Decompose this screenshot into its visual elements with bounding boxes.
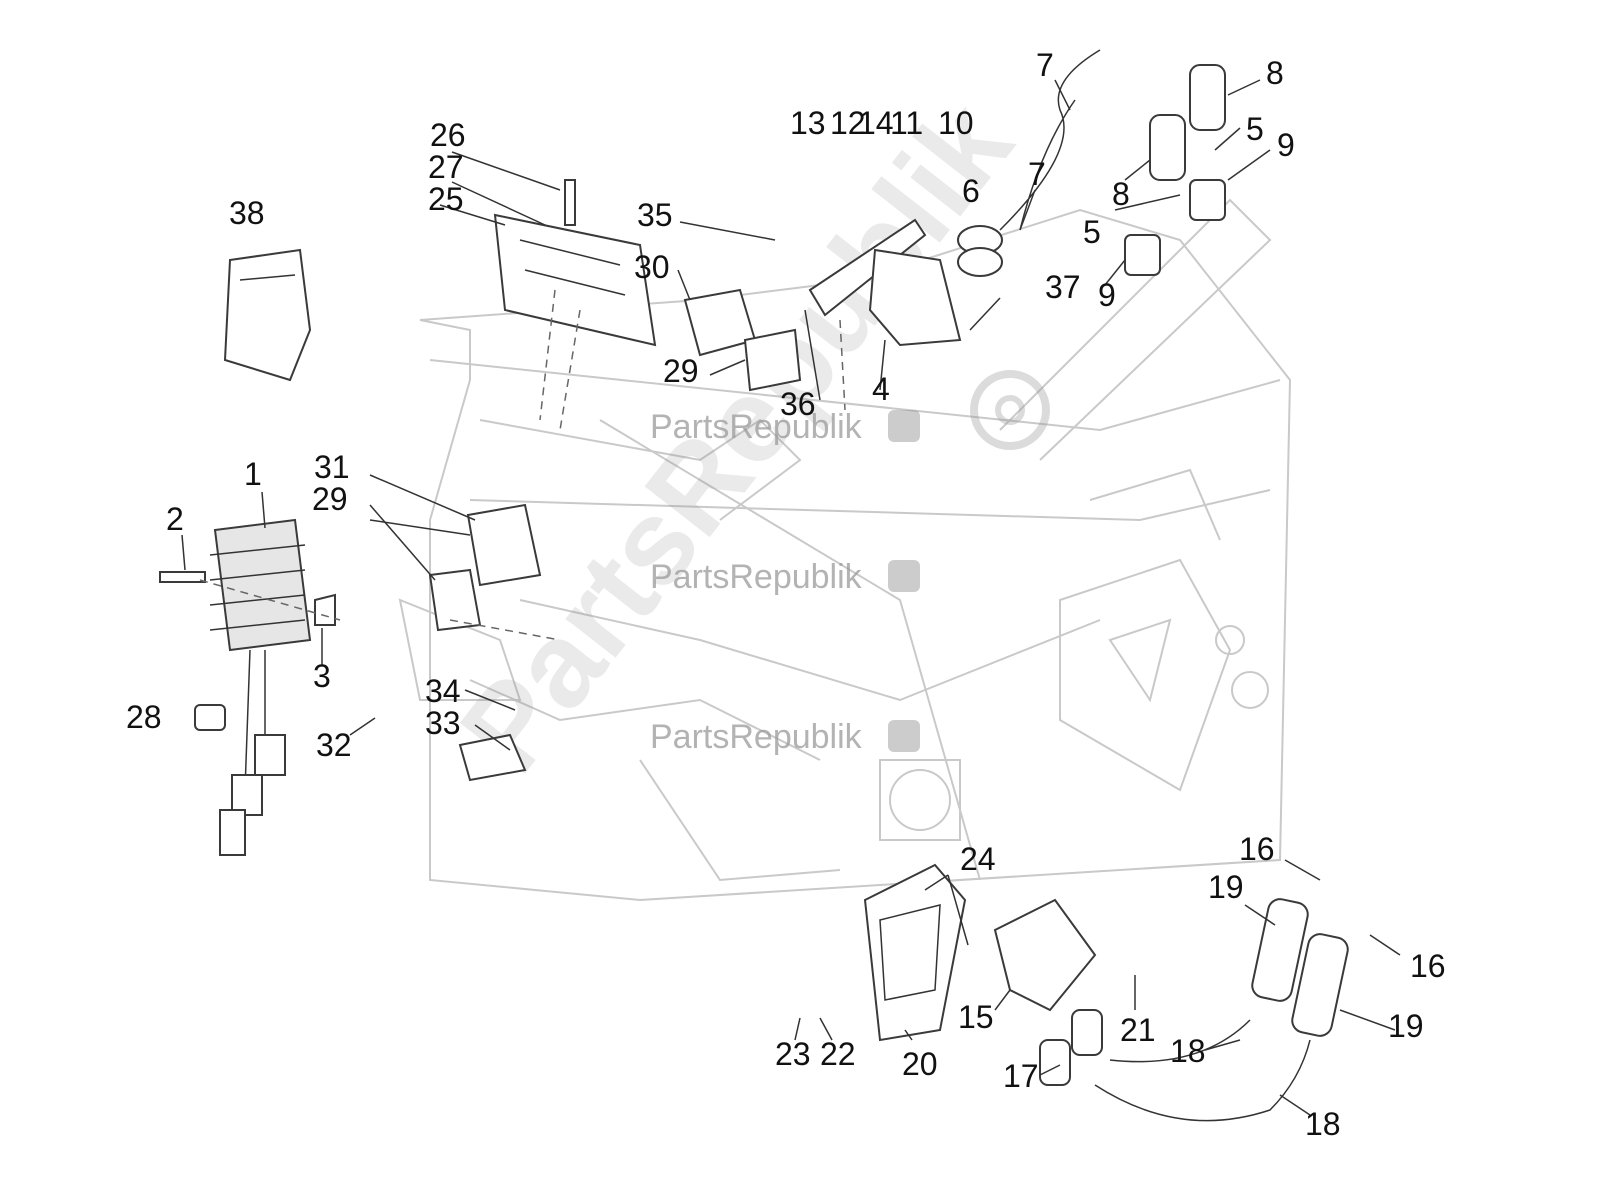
part-25-fuse-box	[493, 213, 657, 347]
callout-15: 15	[958, 999, 994, 1035]
callout-9-lower: 9	[1098, 277, 1116, 313]
callout-9-upper: 9	[1277, 127, 1295, 163]
callout-18-lower: 18	[1305, 1106, 1341, 1142]
leader-lines	[181, 79, 1401, 1116]
callout-24: 24	[960, 841, 996, 877]
callout-7-upper: 7	[1036, 47, 1054, 83]
svg-text:PartsRepublik: PartsRepublik	[650, 558, 863, 596]
callout-29-upper: 29	[663, 353, 699, 389]
callout-5-lower: 5	[1083, 214, 1101, 250]
part-2-bolt	[159, 571, 206, 583]
callout-31: 31	[314, 449, 350, 485]
part-6-grommet	[957, 225, 1003, 277]
part-7-wires	[999, 49, 1101, 231]
callout-10: 10	[938, 105, 974, 141]
part-1-regulator	[209, 518, 312, 856]
part-20-plate	[863, 863, 967, 1042]
part-15-coil	[993, 898, 1097, 1012]
callout-35: 35	[637, 197, 673, 233]
svg-text:PartsRepublik: PartsRepublik	[650, 408, 863, 446]
callout-16-upper: 16	[1239, 831, 1275, 867]
part-10-bracket	[808, 218, 927, 317]
callout-22: 22	[820, 1036, 856, 1072]
callout-21: 21	[1120, 1012, 1156, 1048]
callout-23: 23	[775, 1036, 811, 1072]
callout-14: 14	[858, 105, 894, 141]
part-3-clip	[314, 593, 336, 626]
callout-4: 4	[872, 371, 890, 407]
part-28-clamp	[194, 704, 226, 731]
callout-34: 34	[425, 673, 461, 709]
watermark-row-3: PartsRepublik	[650, 718, 920, 756]
callout-36: 36	[780, 386, 816, 422]
callout-19-upper: 19	[1208, 869, 1244, 905]
callout-8-upper: 8	[1266, 55, 1284, 91]
callout-1: 1	[244, 456, 262, 492]
part-19-plug-caps	[1251, 898, 1349, 1037]
callout-33: 33	[425, 705, 461, 741]
watermark-row-2: PartsRepublik	[650, 558, 920, 596]
callout-3: 3	[313, 658, 331, 694]
part-26-bolt	[564, 179, 576, 226]
callout-30: 30	[634, 249, 670, 285]
callout-7-lower: 7	[1028, 156, 1046, 192]
callout-17: 17	[1003, 1058, 1039, 1094]
watermark-row-1: PartsRepublik	[650, 408, 920, 446]
assembly-lines	[199, 289, 846, 641]
part-38-control-unit	[223, 248, 312, 382]
callout-20: 20	[902, 1046, 938, 1082]
callout-19-lower: 19	[1388, 1008, 1424, 1044]
gear-icon	[970, 370, 1050, 450]
callout-26: 26	[430, 117, 466, 153]
part-17-caps	[1039, 1009, 1103, 1086]
part-31-relay	[466, 503, 542, 587]
part-9-boots	[1124, 179, 1226, 276]
callout-12: 12	[830, 105, 866, 141]
callout-27: 27	[428, 149, 464, 185]
callout-2: 2	[166, 501, 184, 537]
callout-6: 6	[962, 173, 980, 209]
callout-8-lower: 8	[1112, 176, 1130, 212]
part-29-relay-top	[743, 328, 802, 392]
callout-13: 13	[790, 105, 826, 141]
callout-11: 11	[890, 105, 923, 141]
callout-16-lower: 16	[1410, 948, 1446, 984]
callout-37: 37	[1045, 269, 1081, 305]
part-8-plug-caps	[1149, 64, 1226, 181]
callout-28: 28	[126, 699, 162, 735]
callout-5-upper: 5	[1246, 111, 1264, 147]
callout-labels: 1 2 3 4 5 5 6 7 7 8 8 9 9 10 11 12 13 14…	[126, 47, 1446, 1142]
part-18-wires	[1094, 1019, 1311, 1122]
callout-25: 25	[428, 181, 464, 217]
callout-18-upper: 18	[1170, 1033, 1206, 1069]
callout-29-lower: 29	[312, 481, 348, 517]
svg-text:PartsRepublik: PartsRepublik	[650, 718, 863, 756]
frame-outline	[398, 198, 1292, 902]
callout-32: 32	[316, 727, 352, 763]
part-4-ignition-coil	[868, 248, 962, 347]
callout-38: 38	[229, 195, 265, 231]
